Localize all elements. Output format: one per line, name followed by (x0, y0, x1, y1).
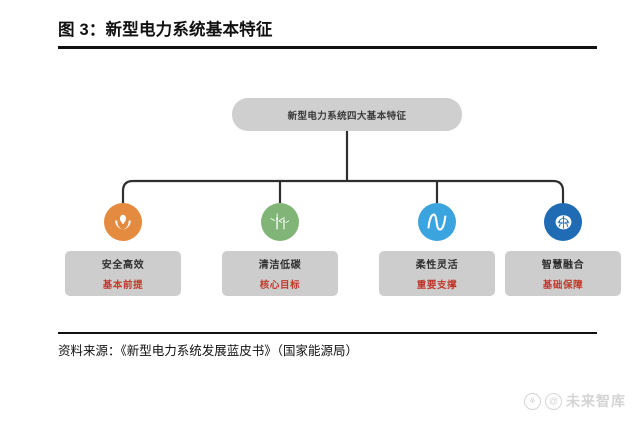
source-note: 资料来源：《新型电力系统发展蓝皮书》（国家能源局） (58, 344, 359, 358)
wind-turbine-icon (261, 203, 299, 241)
branch-box-1[interactable]: 安全高效 基本前提 (65, 251, 181, 296)
branch-title: 智慧融合 (541, 260, 585, 271)
branch-title: 柔性灵活 (415, 260, 459, 271)
branch-title: 安全高效 (101, 260, 145, 271)
branch-box-4[interactable]: 智慧融合 基础保障 (505, 251, 621, 296)
branch-subtitle: 基本前提 (102, 280, 144, 291)
branch-subtitle: 重要支撑 (416, 280, 458, 291)
waveform-icon (418, 203, 456, 241)
connector-lines (121, 131, 565, 205)
diagram-canvas: 新型电力系统四大基本特征 安全高效 基本前提 (0, 60, 640, 320)
hands-lightbulb-icon (104, 203, 142, 241)
source-divider (58, 332, 597, 334)
title-divider (58, 46, 597, 49)
branch-subtitle: 基础保障 (542, 280, 584, 291)
branch-box-3[interactable]: 柔性灵活 重要支撑 (379, 251, 495, 296)
watermark: ⚘ @ 未来智库 (524, 391, 626, 411)
branch-title: 清洁低碳 (258, 260, 302, 271)
brain-network-icon (544, 203, 582, 241)
watermark-logo-icon: ⚘ (524, 392, 541, 410)
branch-box-2[interactable]: 清洁低碳 核心目标 (222, 251, 338, 296)
branch-subtitle: 核心目标 (259, 280, 301, 291)
watermark-at-icon: @ (545, 392, 562, 410)
page-title: 图 3：新型电力系统基本特征 (58, 21, 273, 39)
root-node[interactable]: 新型电力系统四大基本特征 (232, 98, 462, 131)
root-node-label: 新型电力系统四大基本特征 (287, 110, 407, 122)
watermark-text: 未来智库 (566, 393, 626, 409)
